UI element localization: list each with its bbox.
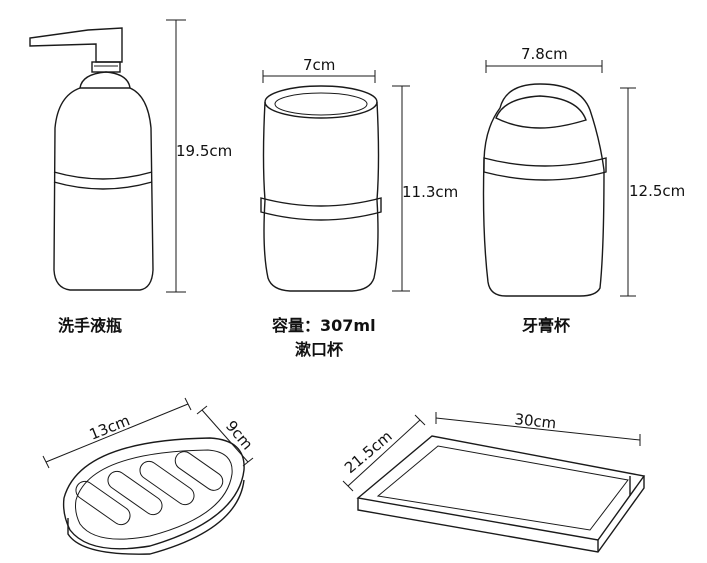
toothpaste-cup-caption: 牙膏杯: [522, 316, 571, 335]
cup-width-dimension: [262, 70, 376, 83]
toothpaste-cup-illustration: [482, 83, 607, 297]
soap-dish-length-dimension: [42, 397, 192, 469]
tray-illustration: [356, 435, 646, 553]
bottle-caption: 洗手液瓶: [58, 316, 122, 335]
soap-dish-width-dimension: [196, 405, 254, 467]
soap-dish-width-label: 9cm: [222, 417, 257, 453]
toothpaste-cup-width-label: 7.8cm: [521, 45, 568, 63]
toothpaste-cup-height-dimension: [620, 87, 636, 297]
soap-dish-length-label: 13cm: [87, 411, 133, 443]
soap-dispenser-illustration: [29, 27, 154, 291]
tray-width-label: 21.5cm: [341, 427, 396, 477]
toothpaste-cup-height-label: 12.5cm: [629, 182, 685, 200]
tray-width-dimension: [342, 414, 426, 492]
tray-length-dimension: [435, 412, 641, 446]
bottle-height-label: 19.5cm: [176, 142, 232, 160]
bottle-height-dimension: [166, 19, 186, 293]
cup-height-dimension: [392, 85, 410, 292]
cup-caption: 漱口杯: [295, 340, 344, 359]
tray-length-label: 30cm: [514, 410, 558, 432]
soap-dish-illustration: [62, 437, 245, 555]
cup-height-label: 11.3cm: [402, 183, 458, 201]
mouthwash-cup-illustration: [260, 85, 382, 292]
cup-capacity-caption: 容量：307ml: [271, 316, 376, 335]
toothpaste-cup-width-dimension: [485, 60, 603, 73]
cup-width-label: 7cm: [303, 56, 335, 74]
